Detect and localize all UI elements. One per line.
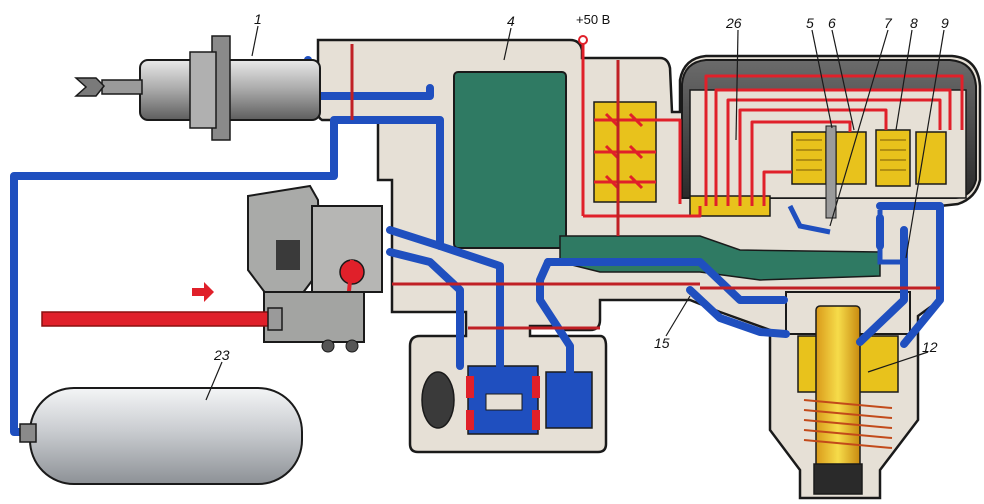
callout-23: 23 <box>214 347 230 363</box>
callout-15: 15 <box>654 335 670 351</box>
electric-wiring <box>581 44 964 218</box>
valve-block <box>453 71 567 249</box>
pipe-coupling <box>267 307 283 331</box>
coil-group <box>791 129 947 187</box>
gasket-lines <box>350 44 940 330</box>
lower-valve-red-left <box>466 376 474 398</box>
lower-cap <box>421 371 455 429</box>
supply-voltage-label: +50 В <box>576 12 611 27</box>
switch-plate <box>689 195 771 217</box>
armature <box>825 125 837 219</box>
lower-valve-red-bottom-right <box>532 410 540 430</box>
callout-1: 1 <box>254 11 262 27</box>
callout-7: 7 <box>884 15 892 31</box>
supply-pipe <box>41 311 273 327</box>
callout-26: 26 <box>726 15 742 31</box>
callout-4: 4 <box>507 13 515 29</box>
leader-lines <box>205 25 945 401</box>
flow-arrow <box>192 282 214 302</box>
terminal-contacts <box>594 112 656 190</box>
callout-5: 5 <box>806 15 814 31</box>
reducing-valve <box>247 184 383 353</box>
air-tank <box>19 387 303 485</box>
callout-9: 9 <box>941 15 949 31</box>
lower-piston <box>545 371 593 429</box>
return-spring <box>803 399 893 449</box>
lower-valve-red-right <box>532 376 540 398</box>
lower-valve-red-bottom-left <box>466 410 474 430</box>
rod-end <box>813 463 863 495</box>
control-chamber <box>559 235 881 281</box>
lower-valve-seat <box>485 393 523 411</box>
callout-6: 6 <box>828 15 836 31</box>
pneumatic-cylinder <box>74 35 321 141</box>
callout-8: 8 <box>910 15 918 31</box>
callout-12: 12 <box>922 339 938 355</box>
pneumatic-inner <box>787 204 900 265</box>
supply-terminal <box>578 35 588 45</box>
